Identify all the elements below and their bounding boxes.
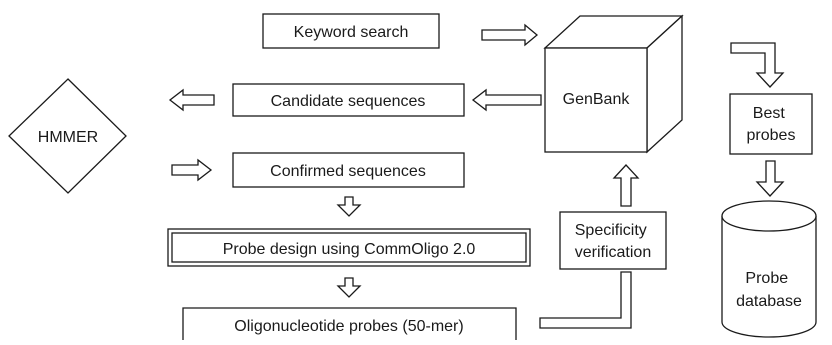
candidate-sequences-box	[232, 83, 465, 117]
oligonucleotide-probes-label: Oligonucleotide probes (50-mer)	[234, 318, 463, 335]
keyword-search-box	[262, 13, 440, 49]
hmmer-diamond	[8, 78, 127, 194]
candidate-sequences-label: Candidate sequences	[271, 93, 426, 110]
confirmed-sequences-label: Confirmed sequences	[270, 163, 426, 180]
probe-design-label: Probe design using CommOligo 2.0	[223, 241, 476, 258]
arrow-keyword-to-genbank	[481, 23, 539, 47]
specificity-verification-label: Specificity verification	[575, 222, 651, 261]
arrow-hmmer-to-confirmed	[171, 158, 213, 182]
genbank-label: GenBank	[563, 91, 631, 108]
best-probes-box	[729, 93, 813, 155]
probe-database-label: Probe database	[736, 270, 802, 310]
hmmer-label: HMMER	[38, 129, 98, 146]
probe-design-box	[167, 228, 531, 267]
arrow-design-to-oligo	[336, 277, 362, 298]
specificity-verification-box	[559, 211, 667, 270]
arrow-genbank-to-best	[730, 42, 785, 88]
arrow-candidate-to-hmmer	[168, 88, 215, 112]
best-probes-label: Best probes	[747, 105, 796, 144]
arrow-best-to-database	[755, 160, 785, 197]
confirmed-sequences-box	[232, 152, 465, 188]
genbank-cube	[543, 14, 684, 154]
arrow-verification-to-genbank	[612, 164, 640, 207]
probe-database-cylinder	[721, 200, 817, 338]
arrow-genbank-to-candidate	[471, 88, 542, 112]
arrow-confirmed-to-design	[336, 196, 362, 217]
arrow-oligo-to-verification	[539, 271, 632, 329]
keyword-search-label: Keyword search	[294, 24, 409, 41]
oligonucleotide-probes-box	[182, 307, 517, 340]
